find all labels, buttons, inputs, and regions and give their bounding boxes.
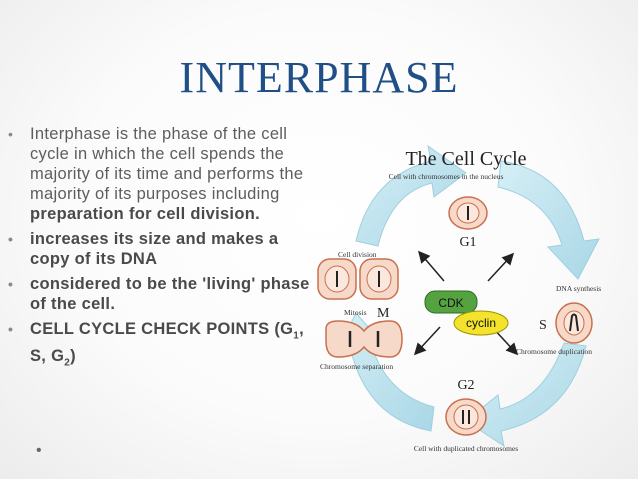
slide-title: INTERPHASE [179, 53, 459, 102]
chromosome-duplication-label: Chromosome duplication [516, 347, 592, 356]
bullet-text-c: ) [70, 347, 76, 366]
bullet-bold-text: preparation for cell division. [30, 205, 260, 223]
bullet-dot-icon: • [8, 126, 14, 142]
bullet-dot-icon: • [8, 321, 14, 337]
g2-caption: Cell with duplicated chromosomes [414, 444, 518, 453]
bullet-subscript: 2 [64, 357, 71, 369]
cell-cycle-diagram: The Cell Cycle Cell with chromosomes in … [317, 144, 601, 453]
bullet-text: increases its size and makes a copy of i… [30, 230, 279, 268]
chromosome-separation-label: Chromosome separation [320, 362, 393, 371]
bullet-list: • Interphase is the phase of the cell cy… [8, 124, 318, 379]
m-label: M [377, 306, 390, 321]
cycle-arrow-bottom-right [465, 342, 587, 448]
cell-division-label: Cell division [338, 250, 377, 259]
arrow-to-g1 [418, 250, 445, 282]
bullet-item: • Interphase is the phase of the cell cy… [8, 124, 318, 224]
separating-cell [325, 320, 403, 358]
cyclin-badge [453, 310, 509, 336]
dna-synthesis-label: DNA synthesis [556, 284, 601, 293]
bullet-text: considered to be the 'living' phase of t… [30, 275, 310, 313]
cycle-arrow-top-left [355, 144, 467, 247]
bullet-text-b: , S, G [30, 320, 305, 366]
diagram-title: The Cell Cycle [405, 148, 526, 170]
bullet-text-a: CELL CYCLE CHECK POINTS (G [30, 320, 294, 338]
arrow-to-s [487, 252, 515, 282]
cdk-badge [424, 290, 478, 314]
g2-label: G2 [457, 378, 474, 393]
bullet-item: • CELL CYCLE CHECK POINTS (G1, S, G2) [8, 319, 318, 374]
bullet-item: • increases its size and makes a copy of… [8, 229, 318, 269]
g1-caption: Cell with chromosomes in the nucleus [389, 172, 504, 181]
bullet-dot-icon: • [8, 276, 14, 292]
cyclin-label: cyclin [466, 316, 496, 330]
arrow-to-m [413, 326, 441, 356]
bullet-dot-icon: • [8, 231, 14, 247]
cycle-arrow-top-right [497, 160, 600, 280]
cdk-label: CDK [438, 296, 463, 310]
bullet-text: Interphase is the phase of the cell cycl… [30, 125, 304, 203]
s-label: S [539, 318, 547, 333]
bullet-subscript: 1 [293, 330, 300, 342]
empty-bullet-icon: • [36, 442, 42, 459]
mitosis-label: Mitosis [344, 308, 367, 317]
bullet-item: • considered to be the 'living' phase of… [8, 274, 318, 314]
g1-label: G1 [459, 235, 476, 250]
